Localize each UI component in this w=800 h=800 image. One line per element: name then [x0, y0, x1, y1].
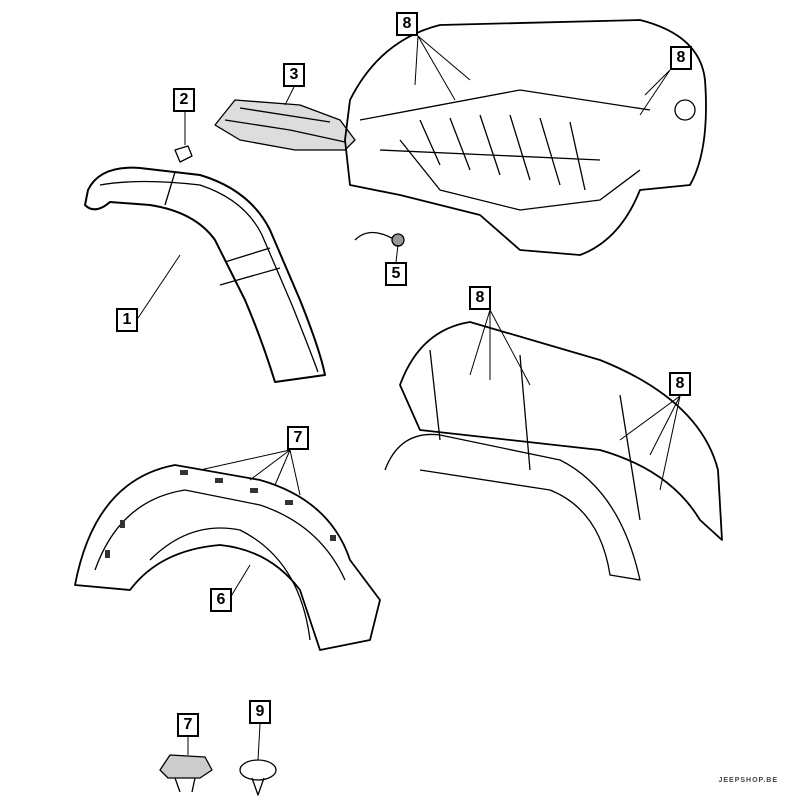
- part-rear-bumper-assembly: [344, 19, 707, 256]
- leader-lines: [137, 35, 681, 761]
- callout-8: 8: [396, 12, 418, 36]
- callout-3: 3: [283, 63, 305, 87]
- callout-9: 9: [249, 700, 271, 724]
- part-clip: [174, 145, 193, 163]
- callout-8: 8: [469, 286, 491, 310]
- callout-5: 5: [385, 262, 407, 286]
- callout-7: 7: [287, 426, 309, 450]
- part-inner-fender: [74, 464, 381, 651]
- part-bracket: [214, 99, 356, 151]
- callout-1: 1: [116, 308, 138, 332]
- callout-8: 8: [669, 372, 691, 396]
- watermark: JEEPSHOP.BE: [718, 777, 778, 784]
- part-7-clip: [159, 754, 213, 793]
- part-bumper-cover: [384, 321, 723, 581]
- callout-8: 8: [670, 46, 692, 70]
- callout-7: 7: [177, 713, 199, 737]
- callout-6: 6: [210, 588, 232, 612]
- part-9-pushpin: [239, 759, 277, 796]
- part-fender-flare: [84, 166, 326, 383]
- callout-2: 2: [173, 88, 195, 112]
